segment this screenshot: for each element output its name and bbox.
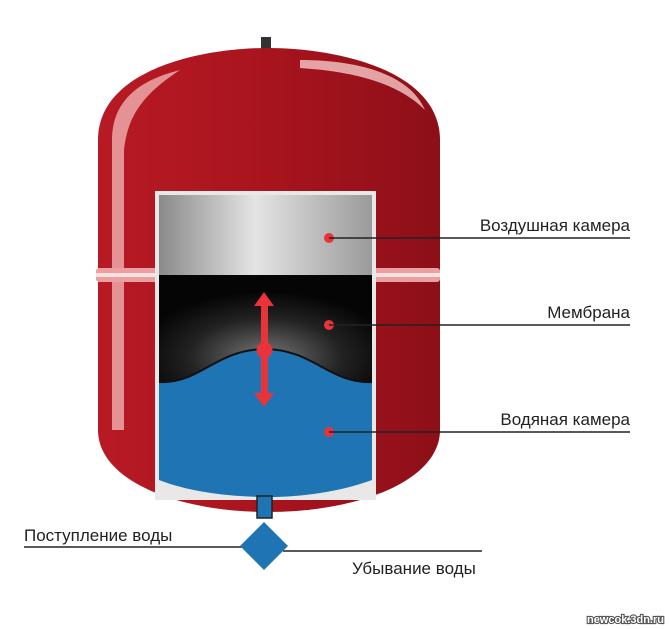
air-chamber (159, 195, 372, 275)
water-outflow-label: Убывание воды (352, 559, 476, 578)
top-valve (261, 37, 271, 53)
bottom-pipe (256, 495, 273, 519)
membrane-movement-arrow-icon (254, 292, 274, 407)
tank-highlight (112, 70, 180, 430)
flow-diamond-icon (240, 522, 288, 570)
water-chamber (159, 349, 372, 497)
air-chamber-label: Воздушная камера (480, 216, 631, 235)
tank-highlight (300, 60, 425, 110)
water-chamber-label: Водяная камера (500, 410, 630, 429)
watermark: newcok.3dn.ru (587, 614, 664, 626)
water-inflow-label: Поступление воды (24, 526, 172, 545)
membrane-label: Мембрана (547, 303, 630, 322)
